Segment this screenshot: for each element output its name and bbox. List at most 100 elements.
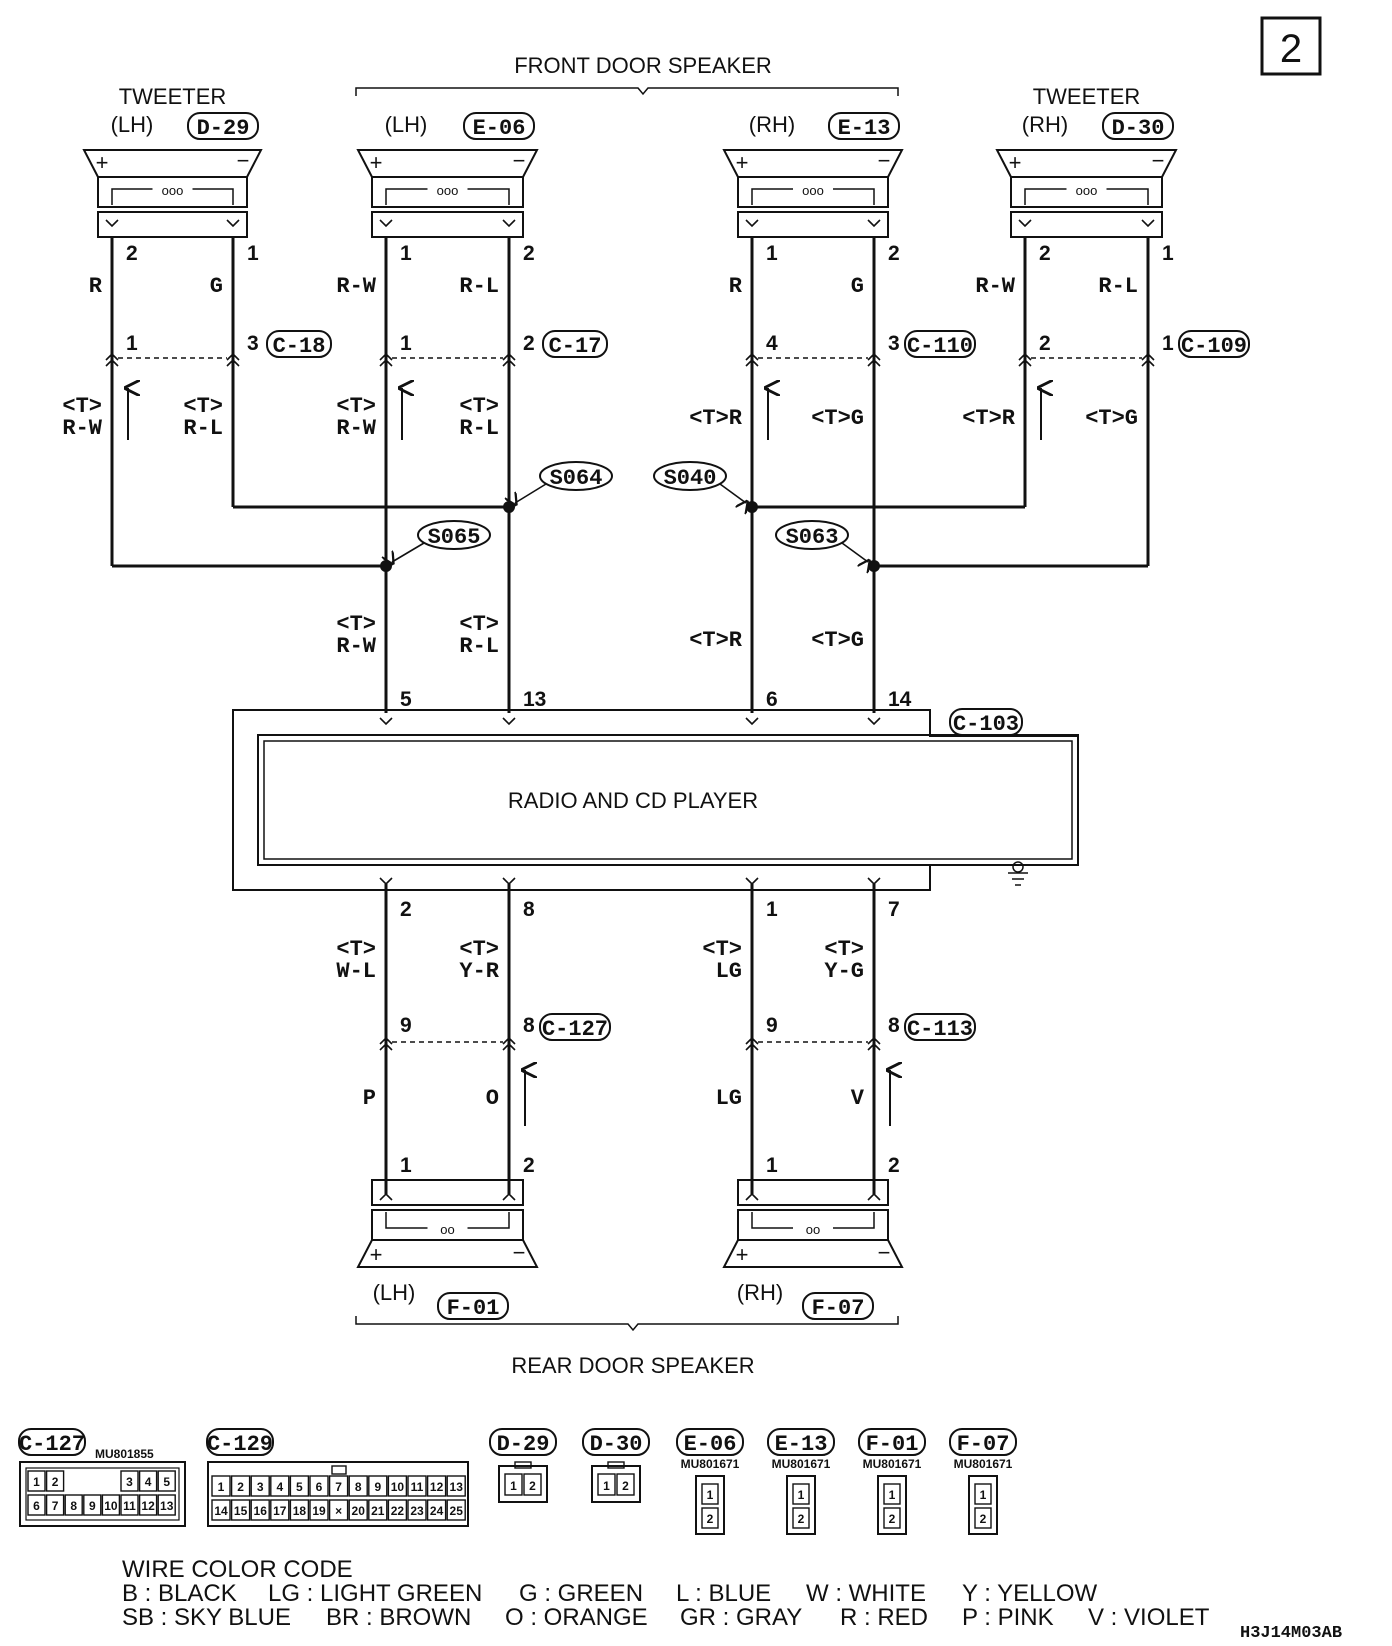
speaker-minus-symbol: − — [878, 148, 891, 173]
wire-color-label: V — [851, 1086, 865, 1111]
radio-pin-number: 1 — [766, 898, 778, 921]
connector-pin-label: 1 — [798, 1488, 805, 1502]
junction-terminal — [226, 352, 240, 367]
connector-pin-label: 15 — [234, 1504, 248, 1518]
wire-harness-label: <T>G — [811, 628, 864, 653]
speaker-pin-number: 1 — [400, 242, 412, 265]
speaker-connector-label-text: D-29 — [197, 116, 250, 141]
radio-connector-label: C-103 — [949, 708, 1023, 737]
radio-input-pin: <T>G14 — [811, 628, 912, 726]
junction-terminal — [867, 1036, 881, 1051]
splice-outline — [653, 461, 727, 491]
connector-cavity — [27, 1470, 46, 1492]
wire-color-legend-entry: G : GREEN — [519, 1580, 643, 1607]
connector-pin-label: 8 — [355, 1480, 362, 1494]
connector-lock-tab — [331, 1465, 347, 1475]
connector-part-number: MU801671 — [772, 1457, 831, 1471]
speaker-symbol: +−ooo — [722, 148, 904, 238]
connector-part-number: MU801855 — [95, 1447, 154, 1461]
connector-pin-label: 12 — [430, 1480, 444, 1494]
connector-pin-label: 1 — [33, 1475, 40, 1489]
splice-label: S040 — [653, 461, 746, 503]
speaker-connector-label-text: D-30 — [1112, 116, 1165, 141]
connector-cavity — [523, 1473, 542, 1496]
terminal-chevron — [1141, 219, 1155, 228]
junction-pin-number: 1 — [1162, 332, 1174, 355]
connector-cavity — [230, 1475, 251, 1497]
wire-harness-label: <T> — [824, 937, 864, 962]
radio-input-pin: <T>R-W5 — [336, 612, 412, 726]
junction-terminal — [745, 352, 759, 367]
speaker-connector-label: E-06 — [463, 112, 535, 141]
junction-terminal — [502, 352, 516, 367]
wire-color-legend-title: WIRE COLOR CODE — [122, 1556, 353, 1583]
connector-housing — [877, 1475, 907, 1535]
connector-pin-label: 8 — [70, 1499, 77, 1513]
junction-pin-number: 3 — [888, 332, 900, 355]
wire-harness-label: Y-R — [459, 959, 499, 984]
connector-pin-label: 18 — [293, 1504, 307, 1518]
junction-pin-number: 9 — [400, 1014, 412, 1037]
wire-color-legend-entry: GR : GRAY — [680, 1604, 802, 1631]
terminal-chevron — [867, 717, 881, 726]
connector-pin-label: 7 — [335, 1480, 342, 1494]
speaker-body — [1010, 176, 1163, 208]
connector-pin-label: 9 — [374, 1480, 381, 1494]
coil-mask — [1066, 183, 1107, 195]
connector-cavity — [157, 1494, 176, 1516]
connector-view-label-text: E-06 — [684, 1432, 737, 1457]
connector-cavity — [289, 1475, 310, 1497]
speaker-connector-label: D-30 — [1102, 112, 1174, 141]
splice-id: S063 — [786, 525, 839, 550]
diagram-code: H3J14M03AB — [1240, 1624, 1342, 1643]
connector-view-label-text: D-30 — [590, 1432, 643, 1457]
speaker-connector-label-outline — [437, 1292, 509, 1320]
connector-pin-label: 25 — [450, 1504, 464, 1518]
connector-housing-inner — [25, 1467, 180, 1521]
speaker-connector-label-outline — [802, 1292, 874, 1320]
radio-unit: RADIO AND CD PLAYER C-103 — [232, 708, 1079, 891]
wire-color-label: P — [363, 1086, 376, 1111]
connector-pin-label: 1 — [510, 1479, 517, 1493]
speaker-pin-number: 2 — [523, 1154, 535, 1177]
speaker-coil-icon: ooo — [1076, 183, 1098, 198]
wire-harness-label: R-W — [336, 634, 376, 659]
splice-outline — [539, 461, 613, 491]
connector-pin-label: 19 — [312, 1504, 326, 1518]
speaker-side-label: (RH) — [737, 1280, 783, 1305]
radio-pin-number: 8 — [523, 898, 535, 921]
connector-view-label: C-127 — [18, 1428, 86, 1457]
connector-cavity — [701, 1507, 719, 1529]
connector-pin-label: 12 — [141, 1499, 155, 1513]
tweeter-title: TWEETER — [119, 84, 227, 109]
terminal-chevron — [1018, 219, 1032, 228]
wire-color-legend-entry: BR : BROWN — [326, 1604, 471, 1631]
junction-terminal — [745, 1036, 759, 1051]
junction-connector-label: C-17 — [542, 330, 608, 359]
connector-pin-label: 23 — [410, 1504, 424, 1518]
connector-pin-label: 11 — [123, 1499, 136, 1513]
junction-pin-number: 2 — [523, 332, 535, 355]
junction-terminal — [379, 352, 393, 367]
wire-color-legend-entry: R : RED — [840, 1604, 928, 1631]
connector-part-number: MU801671 — [681, 1457, 740, 1471]
connector-pin-label: 16 — [254, 1504, 268, 1518]
speaker-connector-shell — [371, 1179, 524, 1206]
junction-pin-number: 9 — [766, 1014, 778, 1037]
connector-pin-label: × — [335, 1504, 342, 1518]
connector-pin-label: 13 — [160, 1499, 174, 1513]
connector-pin-label: 9 — [89, 1499, 96, 1513]
speaker-pin-number: 1 — [400, 1154, 412, 1177]
connector-pin-label: 2 — [980, 1512, 987, 1526]
front-door-speaker-title: FRONT DOOR SPEAKER — [514, 53, 772, 78]
speaker-cone-icon — [995, 149, 1178, 178]
connector-pin-label: 7 — [52, 1499, 59, 1513]
connector-view-label: F-01 — [858, 1428, 926, 1457]
wire-color-label: R-L — [459, 274, 499, 299]
radio-pin-number: 2 — [400, 898, 412, 921]
speaker-connector-shell — [737, 1179, 889, 1206]
wire-color-legend-entry: LG : LIGHT GREEN — [268, 1580, 482, 1607]
